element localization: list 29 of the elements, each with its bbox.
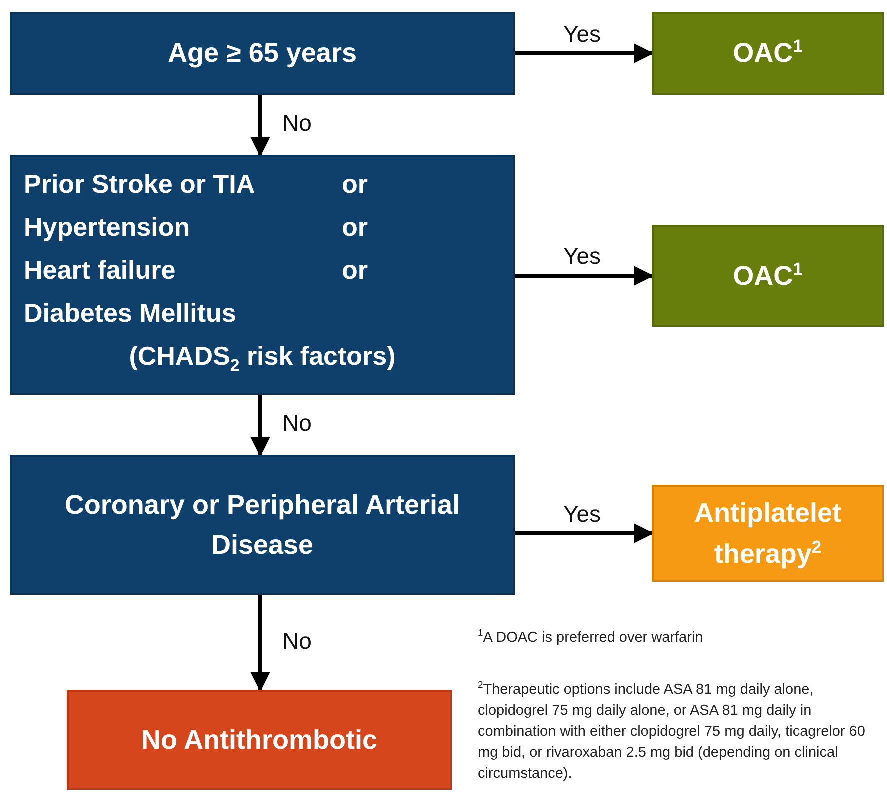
decision-box: [10, 12, 515, 95]
decision-box: [10, 455, 515, 595]
outcome-box: [67, 690, 452, 790]
condition-text: Hypertension: [24, 210, 192, 244]
arrow: [250, 395, 270, 457]
box-text: No Antithrombotic: [142, 724, 378, 757]
condition-text: (CHADS$_{2}$ risk factors): [129, 340, 396, 378]
footnote: $^{2}$Therapeutic options include ASA 81 mg daily alone, clopidogrel 75 mg daily alone, or ASA 81 mg daily in combination with either clopidogrel 75 mg daily, ticagrelor 60 mg bid, or rivaroxaban 2.5 mg bid (depending on clinical circumstance).: [478, 678, 866, 784]
condition-text: Heart failure: [24, 254, 177, 287]
condition-text: or: [342, 210, 369, 244]
box-text: Age ≥ 65 years: [168, 37, 357, 70]
outcome-box: [652, 12, 884, 95]
arrow: [250, 595, 270, 692]
arrow: [515, 266, 654, 286]
box-text: Antiplatelet therapy$^{2}$: [693, 497, 842, 571]
footnote: $^{1}$A DOAC is preferred over warfarin: [478, 626, 704, 648]
box-text: OAC$^{1}$: [733, 258, 803, 293]
decision-box: [10, 155, 515, 395]
outcome-box: [652, 485, 884, 582]
arrow: [515, 524, 654, 544]
outcome-box: [652, 225, 884, 327]
arrow: [515, 44, 654, 64]
arrow: [250, 95, 270, 157]
condition-text: Prior Stroke or TIA: [24, 168, 256, 201]
condition-text: Diabetes Mellitus: [24, 296, 236, 330]
condition-text: or: [342, 254, 369, 287]
box-text: Coronary or Peripheral Arterial Disease: [64, 488, 462, 562]
box-text: OAC$^{1}$: [733, 35, 803, 70]
condition-text: or: [342, 168, 369, 201]
